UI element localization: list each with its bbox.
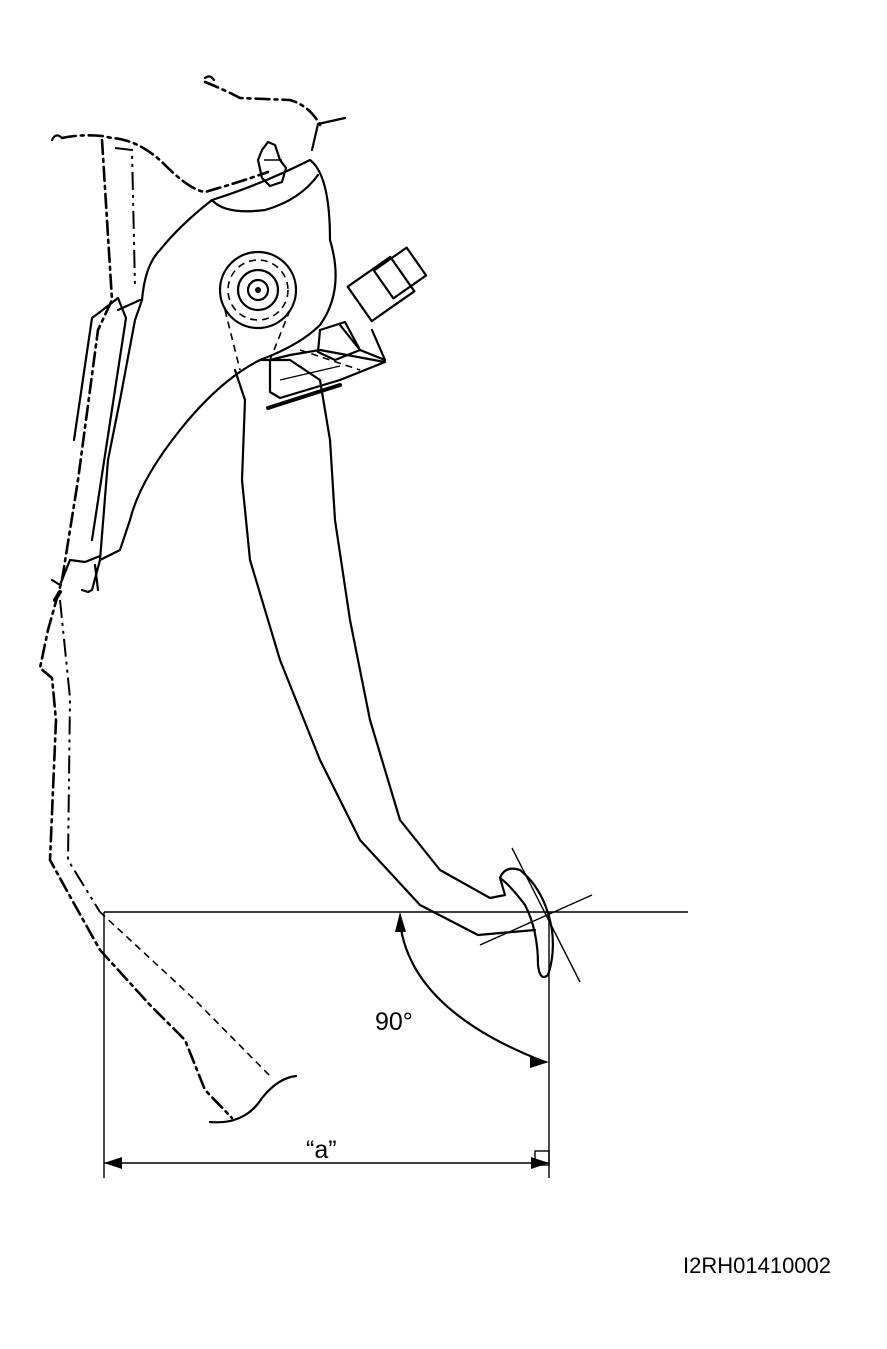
bracket-clip [256,140,288,188]
dimension-label: “a” [306,1136,337,1164]
angle-arc [395,912,549,1068]
reference-lines [103,911,688,1178]
pivot-bushing [218,250,298,330]
dash-panel-outline [38,75,347,1124]
dimension-a-arrow [104,1157,549,1169]
pedal-pad [479,847,593,983]
pedal-arm [224,309,537,937]
angle-label: 90° [375,1008,413,1036]
stop-lamp-switch [299,246,428,371]
pedal-bracket [50,158,337,602]
figure-code: I2RH01410002 [683,1253,831,1278]
